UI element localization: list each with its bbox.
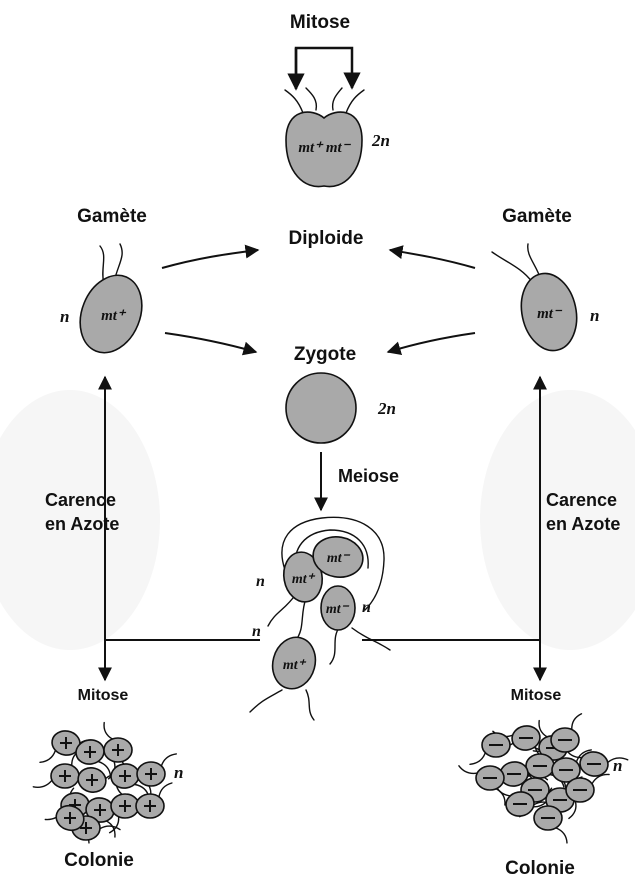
colony-plus <box>33 723 176 843</box>
arrow-gamete-right-to-zygote <box>388 333 475 352</box>
tetrad-ploidy-2: n <box>362 599 371 616</box>
mitosis-loop-arrow <box>296 48 352 88</box>
tetrad-ploidy-1: n <box>256 573 265 590</box>
diploide-label: Diploide <box>289 228 364 249</box>
flagellum <box>33 780 52 787</box>
meiose-label: Meiose <box>338 466 399 486</box>
tetrad: mt⁺ mt⁻ mt⁻ mt⁺ <box>250 517 390 720</box>
gamete-right-label: Gamète <box>502 206 572 227</box>
diploid-cell: mt⁺ mt⁻ <box>285 88 364 187</box>
flagellum <box>159 783 172 797</box>
flagellum <box>104 723 112 739</box>
zygote-ploidy: 2n <box>377 399 396 418</box>
carence-right-line1: Carence <box>546 490 617 510</box>
gamete-left-ploidy: n <box>60 307 69 326</box>
flagellum <box>572 714 582 730</box>
gamete-left-cell: mt⁺ <box>69 244 153 362</box>
colonie-left-label: Colonie <box>64 850 134 871</box>
colony-minus <box>459 714 628 843</box>
arrow-gamete-right-to-diploid <box>390 250 475 268</box>
colony-left-ploidy: n <box>174 763 183 782</box>
diploid-mt-label: mt⁺ mt⁻ <box>298 140 351 156</box>
flagellum <box>556 828 567 843</box>
gamete-right-cell: mt⁻ <box>492 244 584 356</box>
flagellum <box>40 751 55 763</box>
carence-left-line2: en Azote <box>45 514 119 534</box>
carence-left-line1: Carence <box>45 490 116 510</box>
gamete-left-label: Gamète <box>77 206 147 227</box>
gamete-right-ploidy: n <box>590 306 599 325</box>
flagellum <box>106 821 115 837</box>
colony-right-ploidy: n <box>613 756 622 775</box>
zygote-cell <box>286 373 356 443</box>
flagellum <box>470 753 485 765</box>
gamete-left-mt: mt⁺ <box>101 308 127 324</box>
tetrad-cell-2-mt: mt⁻ <box>327 551 351 566</box>
arrow-gamete-left-to-diploid <box>162 250 258 268</box>
carence-right-line2: en Azote <box>546 514 620 534</box>
diploid-ploidy: 2n <box>371 131 390 150</box>
mitose-right-label: Mitose <box>511 687 562 704</box>
tetrad-cell-4-mt: mt⁺ <box>283 658 307 673</box>
gamete-right-mt: mt⁻ <box>537 306 563 322</box>
tetrad-cell-1-mt: mt⁺ <box>292 572 316 587</box>
tetrad-ploidy-3: n <box>252 623 261 640</box>
colonie-right-label: Colonie <box>505 858 575 878</box>
flagellum <box>459 766 477 774</box>
mitose-top-label: Mitose <box>290 12 350 33</box>
arrow-gamete-left-to-zygote <box>165 333 256 352</box>
mitose-left-label: Mitose <box>78 687 129 704</box>
tetrad-cell-3-mt: mt⁻ <box>326 602 350 617</box>
zygote-label: Zygote <box>294 344 356 365</box>
